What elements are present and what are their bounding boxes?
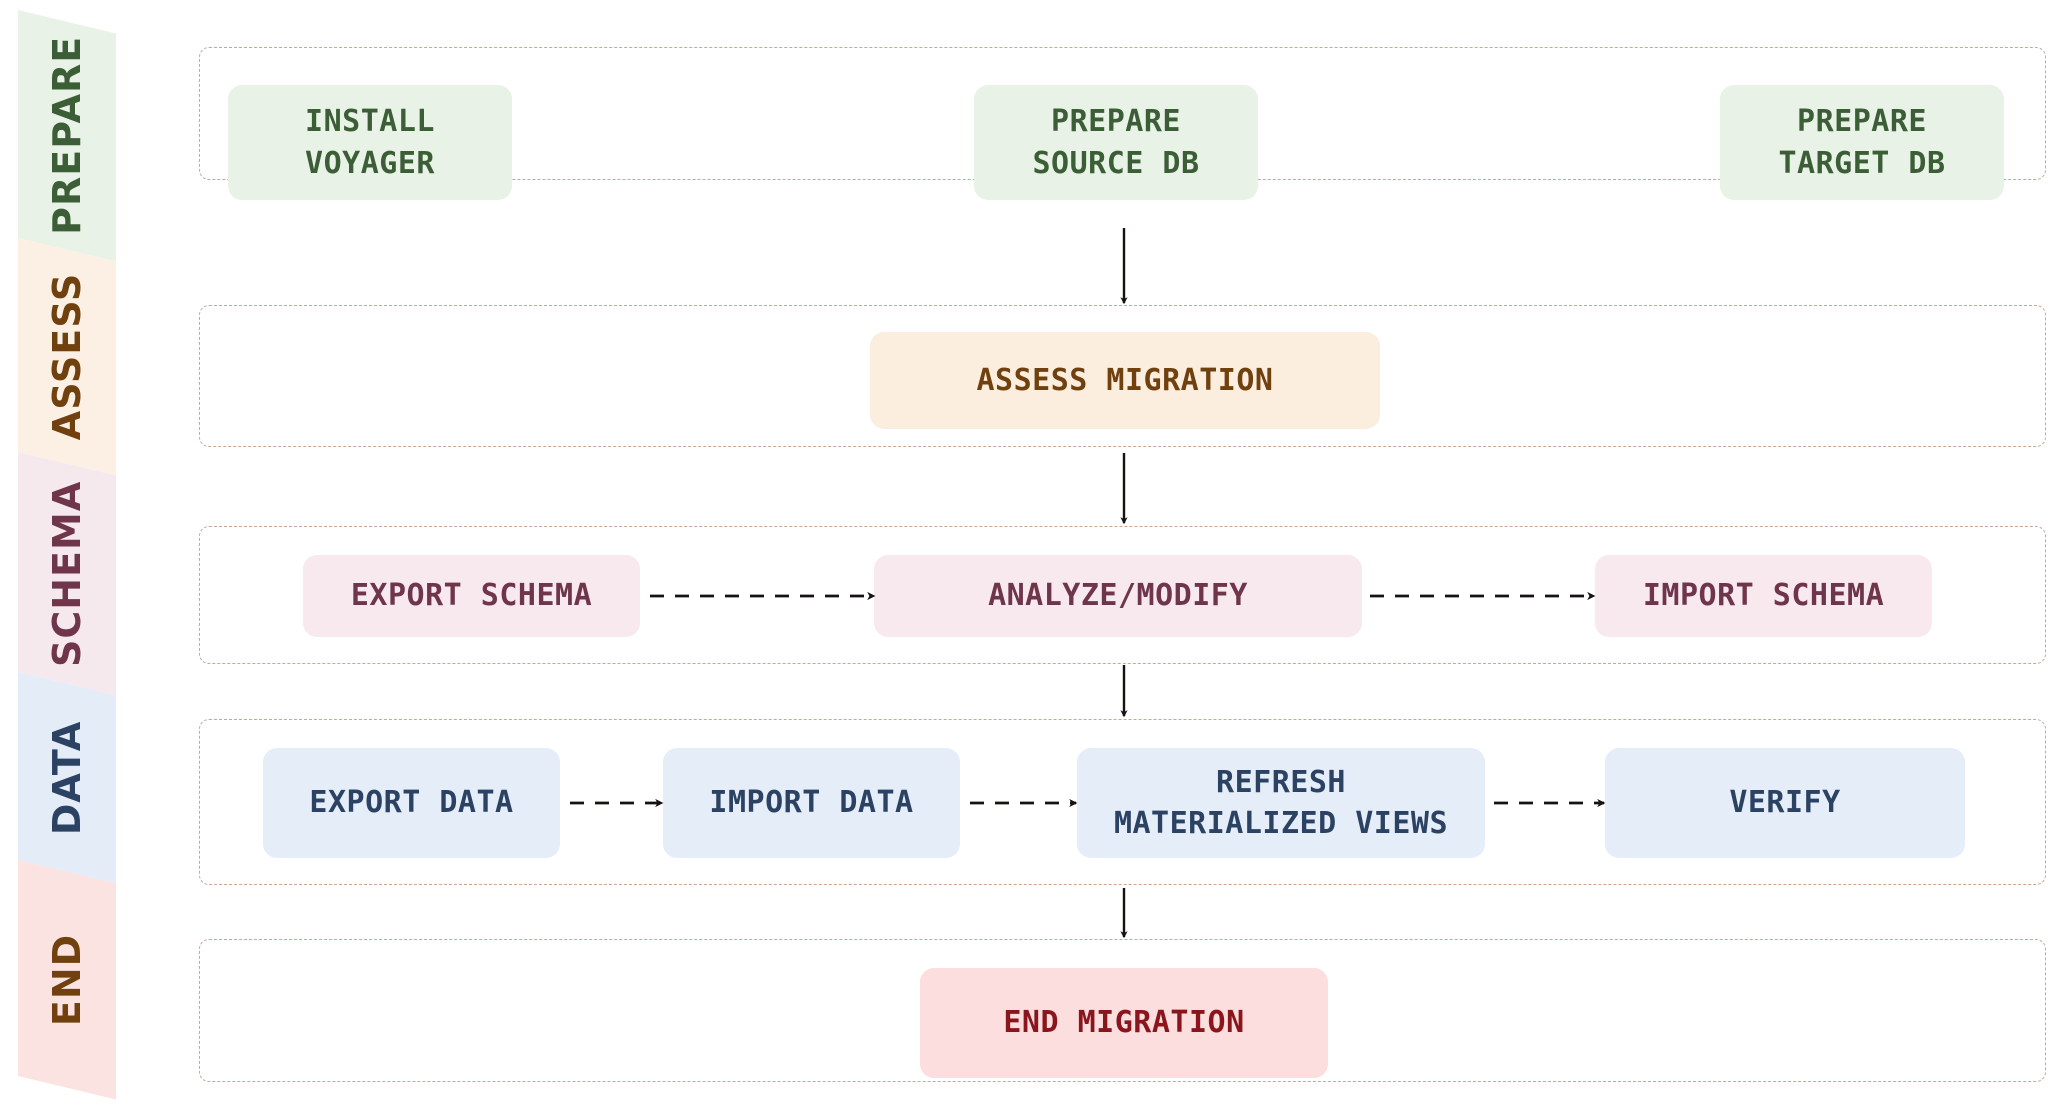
node-refresh-mv[interactable]: REFRESH MATERIALIZED VIEWS [1077, 748, 1485, 858]
sidebar-band-schema: SCHEMA [18, 452, 116, 696]
node-assess-migration[interactable]: ASSESS MIGRATION [870, 332, 1380, 429]
sidebar-band-label-wrapper: PREPARE [18, 22, 116, 250]
sidebar-band-label-wrapper: END [18, 872, 116, 1088]
sidebar-band-label-wrapper: ASSESS [18, 250, 116, 464]
node-prepare-source-db[interactable]: PREPARE SOURCE DB [974, 85, 1258, 200]
phase-container-end [199, 939, 2046, 1082]
node-import-data[interactable]: IMPORT DATA [663, 748, 960, 858]
node-prepare-target-db[interactable]: PREPARE TARGET DB [1720, 85, 2004, 200]
sidebar-band-label: SCHEMA [45, 480, 89, 667]
node-analyze-modify[interactable]: ANALYZE/MODIFY [874, 555, 1362, 637]
node-verify[interactable]: VERIFY [1605, 748, 1965, 858]
phase-container-data [199, 719, 2046, 885]
sidebar-band-end: END [18, 860, 116, 1100]
sidebar-band-label-wrapper: SCHEMA [18, 464, 116, 684]
sidebar-band-prepare: PREPARE [18, 10, 116, 262]
sidebar-band-label-wrapper: DATA [18, 684, 116, 872]
phase-sidebar: PREPARE ASSESS SCHEMA DATA END [18, 10, 116, 1100]
phase-container-assess [199, 305, 2046, 447]
node-install-voyager[interactable]: INSTALL VOYAGER [228, 85, 512, 200]
node-end-migration[interactable]: END MIGRATION [920, 968, 1328, 1078]
phase-container-schema [199, 526, 2046, 664]
sidebar-band-assess: ASSESS [18, 238, 116, 476]
sidebar-band-label: PREPARE [45, 36, 89, 236]
node-export-data[interactable]: EXPORT DATA [263, 748, 560, 858]
sidebar-band-label: DATA [45, 720, 89, 835]
node-export-schema[interactable]: EXPORT SCHEMA [303, 555, 640, 637]
sidebar-band-data: DATA [18, 672, 116, 884]
node-import-schema[interactable]: IMPORT SCHEMA [1595, 555, 1932, 637]
sidebar-band-label: END [45, 933, 89, 1026]
sidebar-band-label: ASSESS [45, 273, 89, 441]
